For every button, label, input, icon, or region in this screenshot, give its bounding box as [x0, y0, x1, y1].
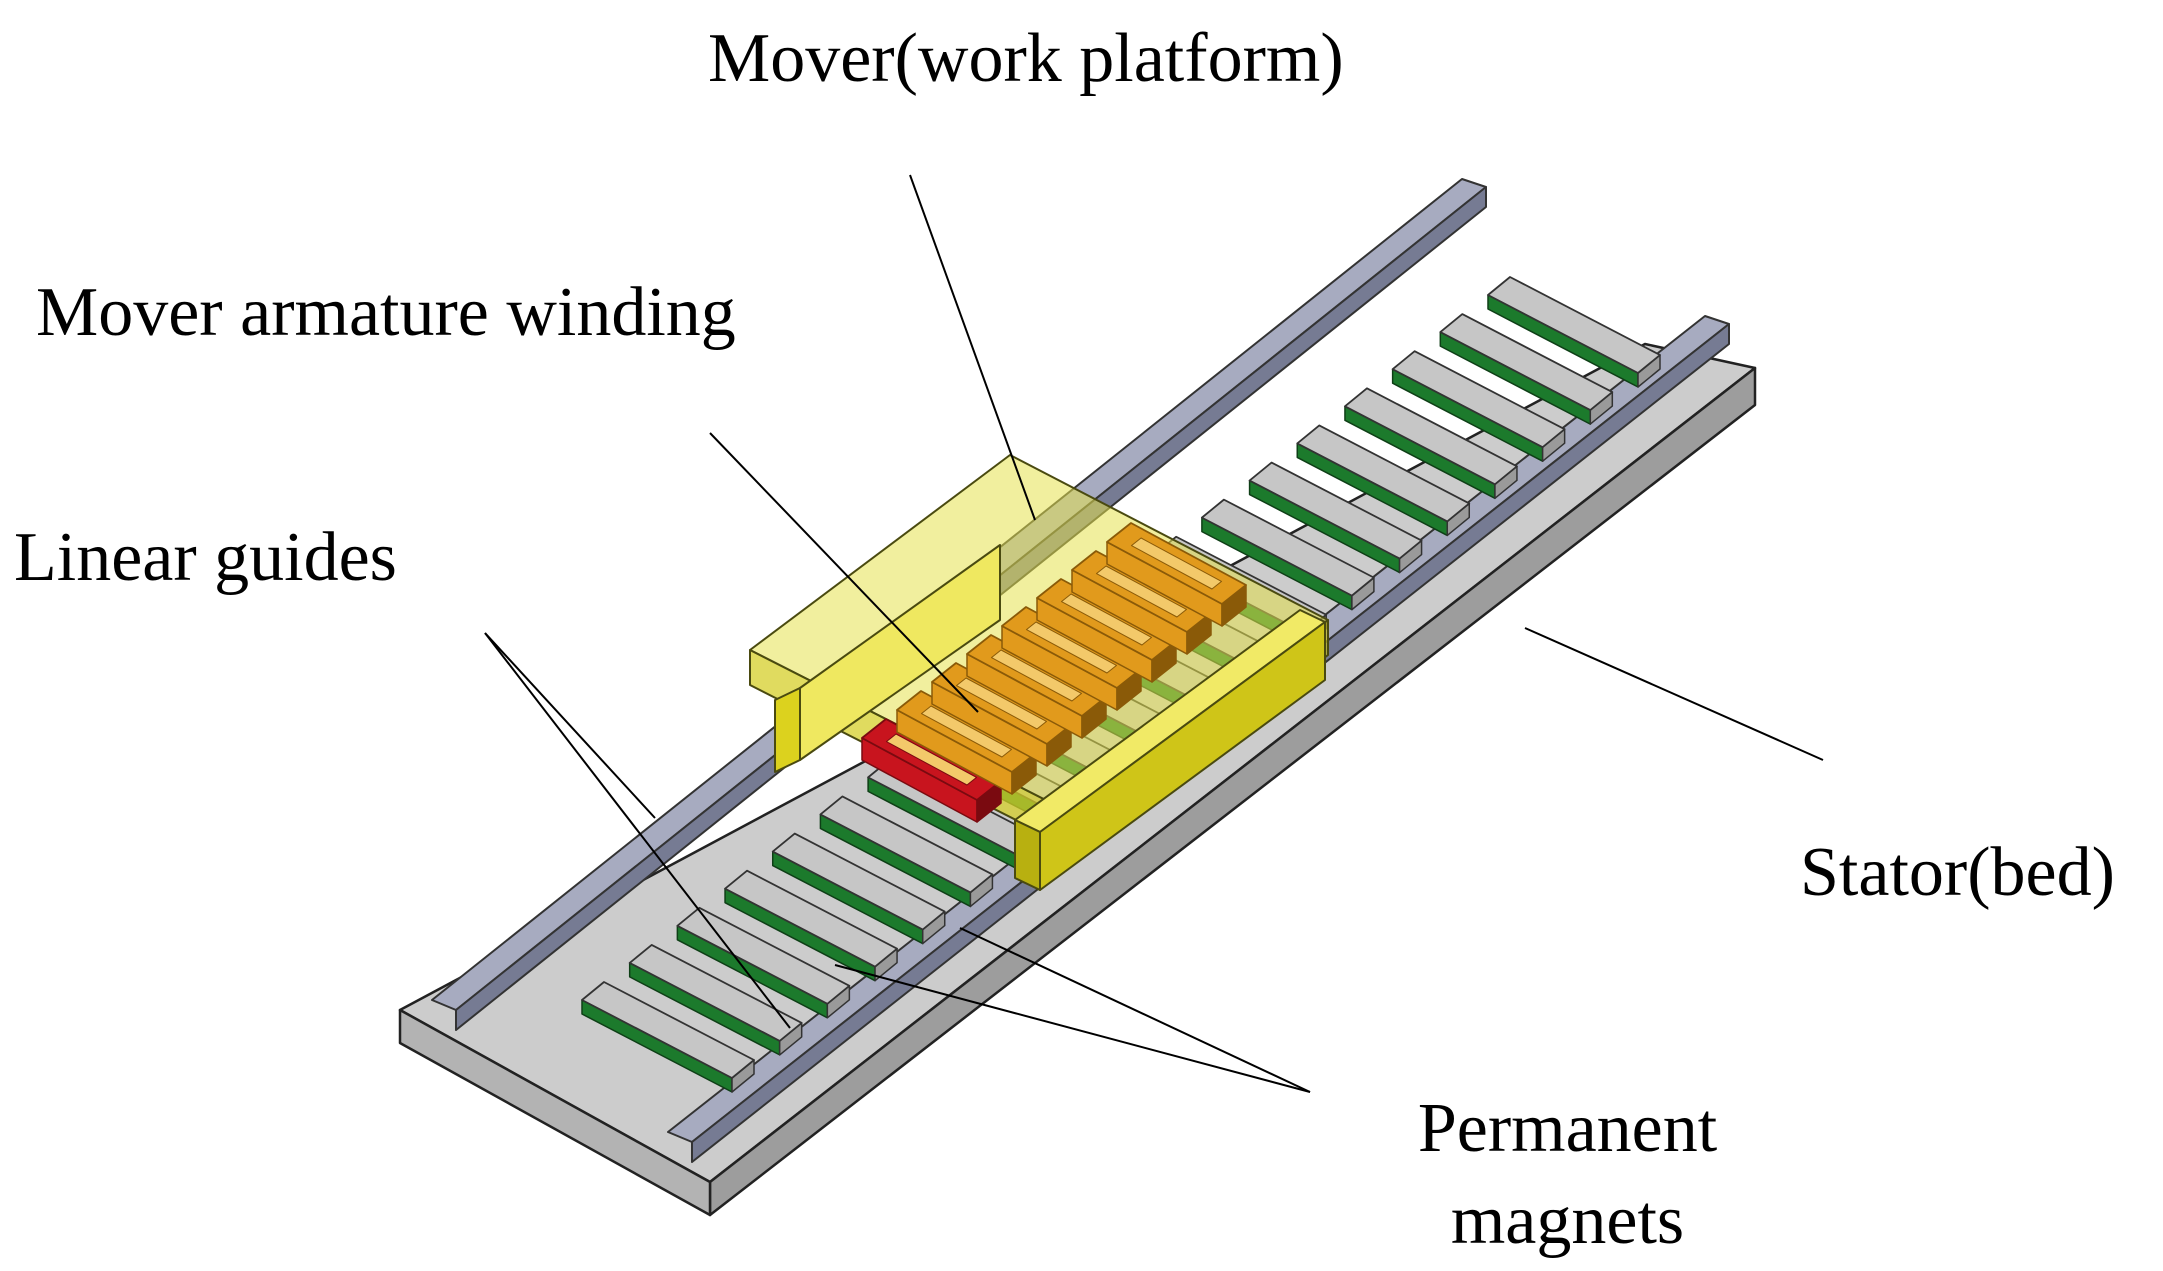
leader-lines	[484, 174, 1824, 1093]
leader-line-mover-winding	[709, 432, 979, 713]
permanent-magnet	[724, 869, 898, 982]
permanent-magnet	[819, 795, 994, 908]
leader-line-mover-platform	[909, 174, 1036, 521]
armature-winding-coil	[896, 690, 1037, 795]
label-permanent-magnets-line2: magnets	[1450, 1182, 1685, 1259]
stator-bed-side	[398, 1008, 712, 1217]
armature-winding-coil	[1106, 522, 1247, 627]
permanent-magnet	[1439, 313, 1614, 425]
armature-winding-coil	[1071, 550, 1212, 655]
permanent-magnet	[676, 906, 851, 1019]
mover-carriage-front	[1014, 609, 1326, 891]
leader-line-magnets-1	[834, 964, 1311, 1093]
label-mover-armature-winding: Mover armature winding	[36, 274, 736, 351]
permanent-magnet	[1487, 276, 1661, 388]
permanent-magnet	[1296, 424, 1471, 537]
permanent-magnet	[1344, 387, 1518, 500]
permanent-magnet	[581, 981, 755, 1093]
armature-winding-array	[861, 522, 1247, 823]
permanent-magnet	[1248, 461, 1423, 574]
permanent-magnet	[1200, 498, 1375, 611]
permanent-magnet	[628, 943, 803, 1056]
label-linear-guides: Linear guides	[14, 519, 397, 596]
permanent-magnet	[771, 832, 946, 945]
label-mover-work-platform: Mover(work platform)	[708, 20, 1344, 97]
permanent-magnet	[1391, 350, 1566, 462]
leader-line-linear-guides-1	[484, 632, 791, 1029]
armature-winding-coil	[1036, 578, 1177, 683]
mover-carriage-back	[774, 544, 1001, 773]
armature-winding-coil	[966, 634, 1107, 739]
leader-line-stator	[1524, 627, 1824, 761]
mover-carriages	[774, 544, 1326, 891]
leader-line-linear-guides-2	[484, 632, 656, 819]
label-permanent-magnets: Permanent magnets	[1385, 1083, 1750, 1267]
armature-winding-end-coil	[861, 718, 1002, 823]
leader-line-magnets-2	[959, 927, 1311, 1093]
label-stator-bed: Stator(bed)	[1800, 834, 2115, 911]
label-permanent-magnets-line1: Permanent	[1417, 1090, 1718, 1167]
